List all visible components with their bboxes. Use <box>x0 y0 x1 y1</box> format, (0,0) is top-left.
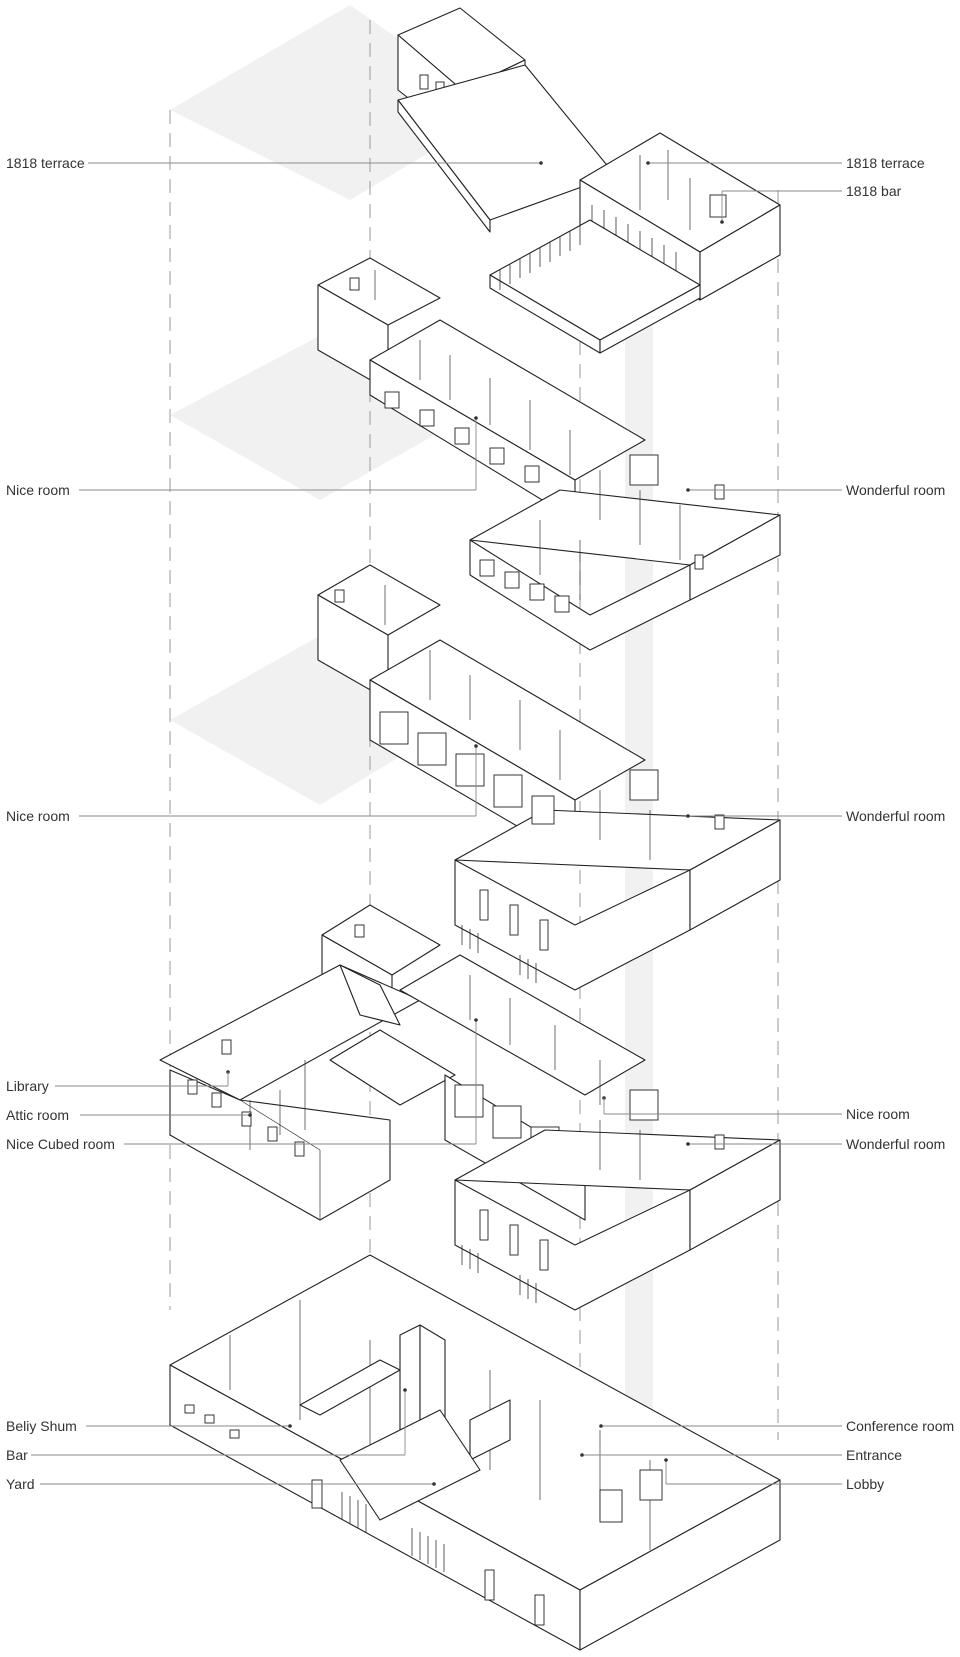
level-attic-floor <box>317 257 781 651</box>
label-conference-room: Conference room <box>846 1418 955 1434</box>
label-lobby: Lobby <box>846 1476 885 1492</box>
label-1818-terrace-left: 1818 terrace <box>6 155 85 171</box>
label-beliy-shum: Beliy Shum <box>6 1418 77 1434</box>
label-nice-room-upper: Nice room <box>6 482 70 498</box>
level-third-floor <box>317 564 781 991</box>
label-1818-bar: 1818 bar <box>846 183 902 199</box>
level-ground-floor <box>169 1254 781 1651</box>
label-attic-room: Attic room <box>6 1107 70 1123</box>
label-wonderful-room-middle: Wonderful room <box>846 808 946 824</box>
label-1818-terrace-right: 1818 terrace <box>846 155 925 171</box>
label-bar: Bar <box>6 1447 28 1463</box>
label-wonderful-room-upper: Wonderful room <box>846 482 946 498</box>
level-second-floor <box>159 904 781 1311</box>
label-library: Library <box>6 1078 49 1094</box>
level-roof-terrace <box>397 7 781 354</box>
label-entrance: Entrance <box>846 1447 903 1463</box>
leader-lines <box>31 161 842 1486</box>
label-nice-cubed-room: Nice Cubed room <box>6 1136 115 1152</box>
label-nice-room-right: Nice room <box>846 1106 910 1122</box>
label-wonderful-room-lower: Wonderful room <box>846 1136 946 1152</box>
label-nice-room-middle: Nice room <box>6 808 70 824</box>
label-yard: Yard <box>6 1476 35 1492</box>
